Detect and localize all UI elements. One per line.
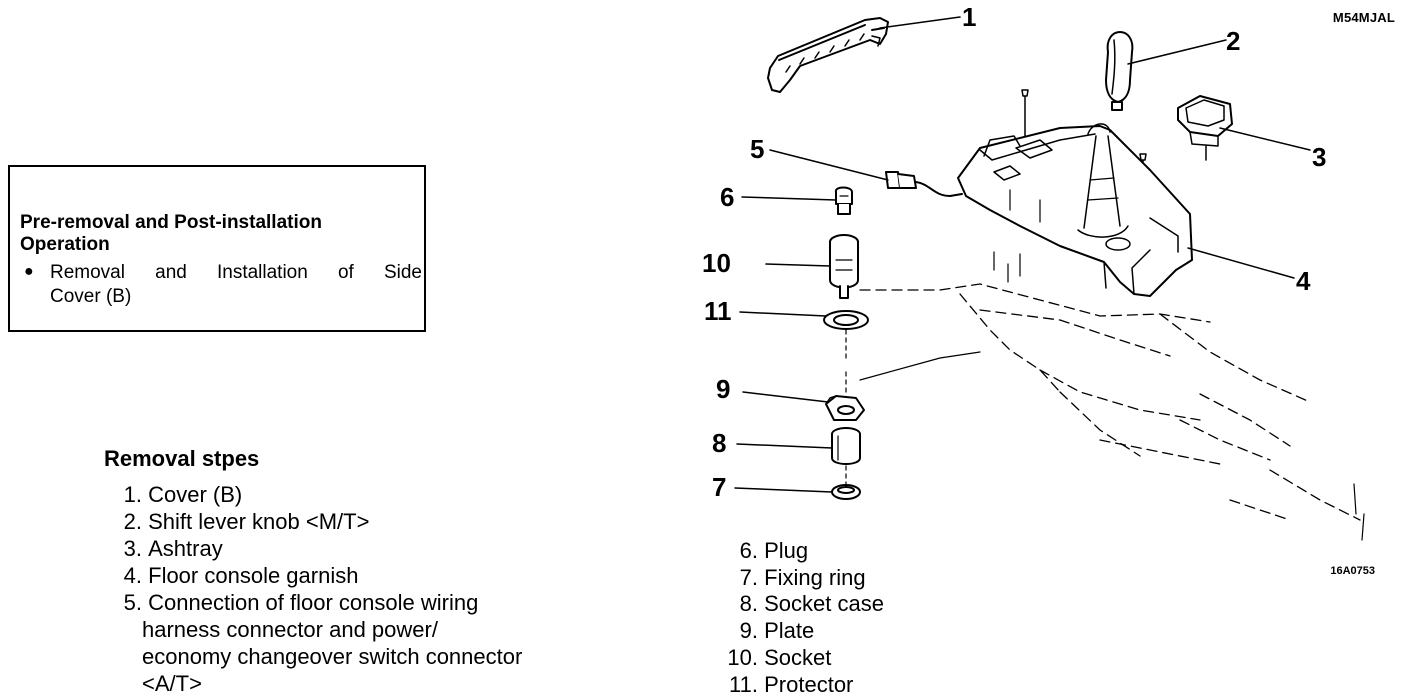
- removal-step-number: 1.: [123, 482, 142, 507]
- removal-step: 2. Shift lever knob <M/T>: [105, 508, 522, 535]
- callout-5: 5: [750, 134, 764, 164]
- part-list-item: 11. Protector: [705, 672, 884, 699]
- removal-step-continuation: <A/T>: [105, 670, 522, 697]
- pre-removal-note-box: Pre-removal and Post-installation Operat…: [8, 165, 426, 332]
- callout-numbers: 1 2 3 4 5 6 10 11 9 8 7: [702, 2, 1326, 502]
- part-number: 7.: [739, 564, 758, 590]
- part-list-item: 9. Plate: [705, 618, 884, 645]
- vehicle-floor-outline: [859, 283, 1361, 521]
- part-number: 10.: [727, 644, 758, 670]
- figure-code: 16A0753: [1330, 565, 1375, 577]
- callout-7: 7: [712, 472, 726, 502]
- callout-9: 9: [716, 374, 730, 404]
- removal-step-label: Connection of floor console wiring: [148, 590, 479, 615]
- removal-step-label: Floor console garnish: [148, 563, 359, 588]
- removal-step-number: 2.: [123, 509, 142, 534]
- removal-step-continuation: harness connector and power/: [105, 616, 522, 643]
- part-number: 6.: [739, 538, 758, 563]
- note-title-line-2: Operation: [20, 234, 110, 255]
- removal-step-number: 5.: [123, 590, 142, 615]
- socket-part: [829, 234, 859, 299]
- removal-step-label: economy changeover switch connector: [142, 644, 523, 669]
- removal-step: 4. Floor console garnish: [105, 562, 522, 589]
- callout-8: 8: [712, 428, 726, 458]
- callout-4: 4: [1296, 266, 1311, 296]
- removal-step: 1. Cover (B): [105, 481, 522, 508]
- part-label: Plate: [764, 618, 815, 644]
- removal-step-label: harness connector and power/: [142, 617, 438, 642]
- callout-11: 11: [704, 296, 732, 326]
- part-label: Socket case: [764, 591, 884, 617]
- removal-step-label: Shift lever knob <M/T>: [148, 509, 370, 534]
- removal-step-label: Ashtray: [148, 536, 223, 561]
- plate-part: [825, 371, 865, 421]
- bullet-icon: ●: [24, 263, 34, 280]
- part-number: 11.: [729, 671, 758, 697]
- plug-part: [834, 186, 853, 215]
- note-title: Pre-removal and Post-installation Operat…: [20, 212, 420, 256]
- removal-step: 3. Ashtray: [105, 535, 522, 562]
- removal-step: 5. Connection of floor console wiring: [105, 589, 522, 616]
- part-label: Plug: [764, 538, 809, 563]
- removal-steps-title: Removal stpes: [104, 446, 260, 471]
- removal-steps-list: 1. Cover (B)2. Shift lever knob <M/T>3. …: [105, 481, 523, 697]
- part-number: 9.: [739, 618, 758, 644]
- wiring-harness-connector-part: [885, 171, 963, 197]
- part-list-item: 6. Plug: [705, 538, 884, 565]
- callout-6: 6: [720, 182, 734, 212]
- part-number: 8.: [739, 591, 758, 617]
- document-code: M54MJAL: [1332, 10, 1395, 25]
- socket-case-part: [831, 427, 861, 465]
- fixing-ring-part: [831, 465, 861, 500]
- floor-console-garnish-part: [957, 123, 1193, 297]
- removal-step-label: Cover (B): [148, 482, 243, 507]
- callout-10: 10: [702, 248, 731, 278]
- removal-step-number: 3.: [123, 536, 142, 561]
- note-item-line-2: Cover (B): [50, 286, 132, 307]
- removal-step-continuation: economy changeover switch connector: [105, 643, 522, 670]
- note-item-line-1: Removal and Installation of Side: [50, 262, 422, 283]
- callout-1: 1: [962, 2, 976, 32]
- shift-lever-knob-part: [1105, 31, 1134, 111]
- callout-leader-lines: [734, 16, 1311, 493]
- part-label: Fixing ring: [764, 564, 866, 590]
- part-list-item: 10. Socket: [705, 645, 884, 672]
- part-list-item: 7. Fixing ring: [705, 565, 884, 592]
- protector-part: [823, 310, 869, 361]
- part-list-item: 8. Socket case: [705, 591, 884, 618]
- vehicle-floor-detail: [859, 251, 1365, 541]
- part-label: Protector: [764, 671, 854, 697]
- callout-2: 2: [1226, 26, 1240, 56]
- removal-step-label: <A/T>: [142, 671, 202, 696]
- callout-3: 3: [1312, 142, 1326, 172]
- part-label: Socket: [764, 644, 832, 670]
- cover-b-part: [767, 17, 889, 93]
- removal-step-number: 4.: [123, 563, 142, 588]
- ashtray-part: [1177, 95, 1233, 161]
- note-title-line-1: Pre-removal and Post-installation: [20, 212, 322, 233]
